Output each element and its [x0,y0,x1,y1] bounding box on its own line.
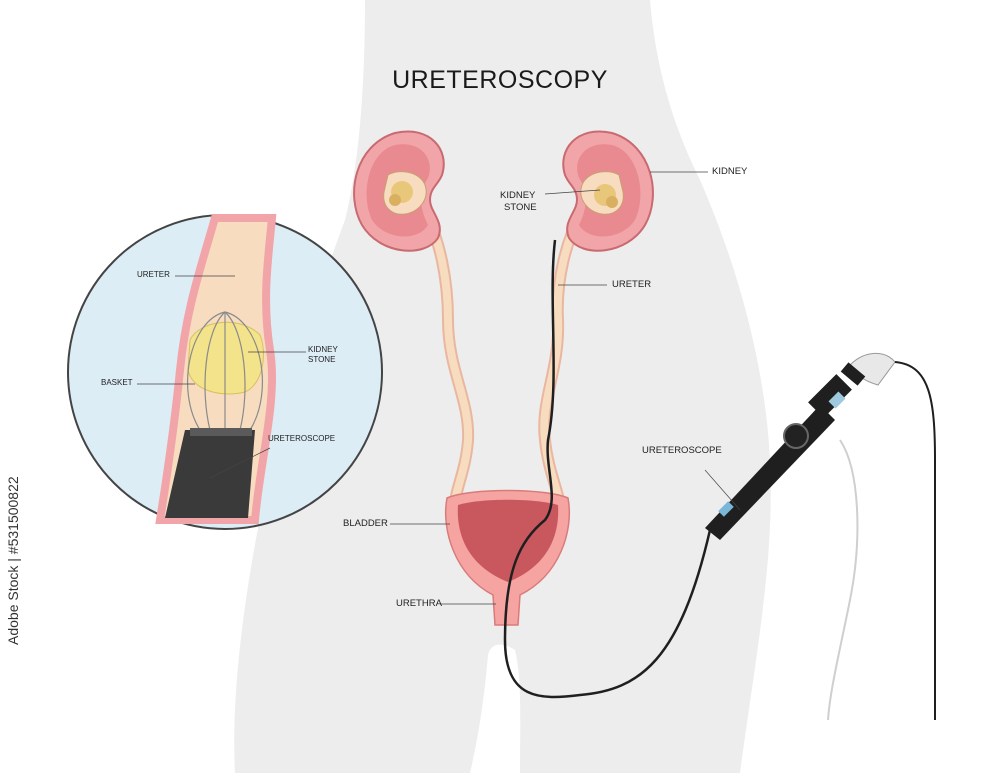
leader-lines [390,171,741,605]
inset-label-basket: BASKET [101,378,133,387]
scope-cable [503,239,712,699]
inset-label-ureteroscope: URETEROSCOPE [268,434,336,443]
label-ureter: URETER [612,279,652,290]
inset-label-kidney-stone-1: KIDNEY [308,345,338,354]
label-kidney-stone-2: STONE [504,202,537,213]
stock-id-watermark: Adobe Stock | #531500822 [5,476,21,645]
left-ureter-inner [421,210,473,506]
label-urethra: URETHRA [396,598,442,609]
ureteroscope-device [705,352,896,540]
right-kidney [562,130,654,252]
light-cable [827,439,859,721]
diagram-title: URETEROSCOPY [392,66,608,94]
inset-label-kidney-stone-2: STONE [308,355,336,364]
inset-label-ureter: URETER [137,270,170,279]
power-cable [894,361,936,720]
inset-detail [67,214,383,530]
label-bladder: BLADDER [343,518,388,529]
label-kidney-stone-1: KIDNEY [500,190,536,201]
left-kidney [353,130,445,252]
label-kidney: KIDNEY [712,166,748,177]
label-ureteroscope: URETEROSCOPE [642,445,722,456]
